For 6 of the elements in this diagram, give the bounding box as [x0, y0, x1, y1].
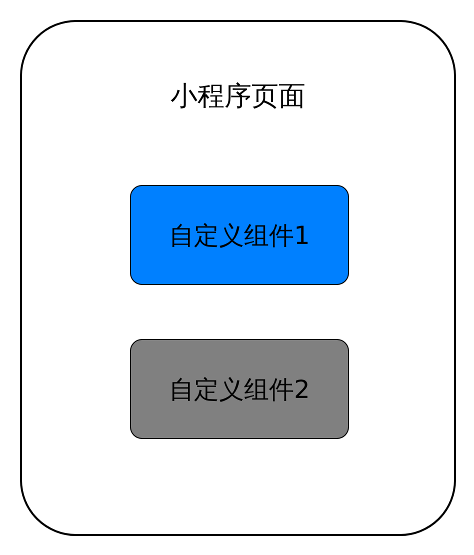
- component-label: 自定义组件2: [169, 374, 310, 406]
- page-title: 小程序页面: [170, 80, 306, 114]
- component-box: [130, 339, 349, 439]
- page-frame: [20, 20, 456, 536]
- component-label: 自定义组件1: [169, 220, 310, 252]
- component-box: [130, 185, 349, 285]
